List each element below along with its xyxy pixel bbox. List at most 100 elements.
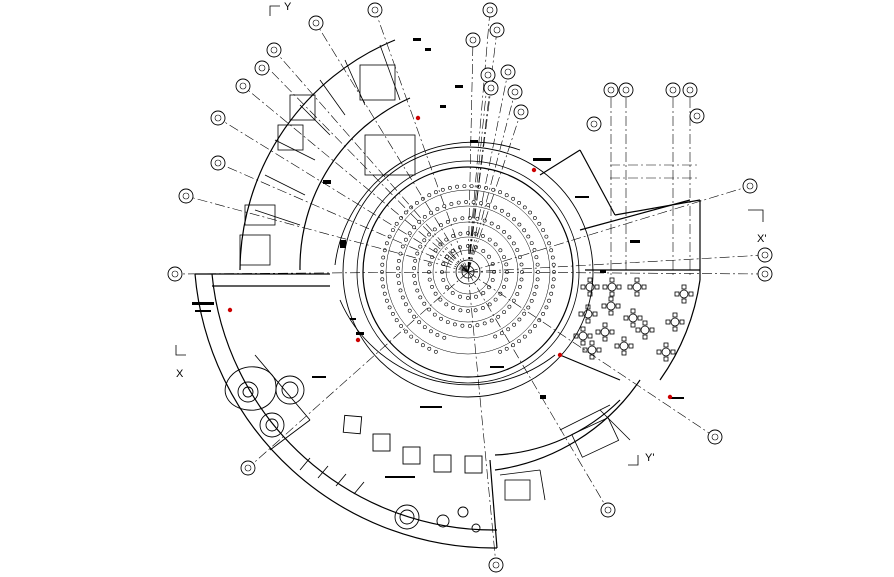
- round-table: [585, 282, 595, 292]
- section-arrow-x-left: [175, 345, 186, 356]
- round-table: [607, 282, 617, 292]
- chair: [621, 350, 627, 356]
- display-circle: [399, 509, 415, 525]
- seat: [445, 285, 449, 290]
- display-circle: [394, 504, 420, 530]
- seat: [466, 296, 470, 300]
- chair: [623, 315, 629, 321]
- seat: [427, 262, 432, 267]
- seat: [522, 311, 527, 316]
- grid-axes: [174, 9, 766, 566]
- grid-bubble: [500, 64, 516, 80]
- grid-bubble: [210, 155, 226, 171]
- seat: [450, 291, 455, 295]
- seat: [452, 322, 457, 327]
- chair: [601, 303, 607, 309]
- annotation: [670, 397, 684, 399]
- section-label-y-top: Y: [284, 1, 292, 13]
- grid-axis-line: [467, 271, 497, 566]
- bench: [353, 481, 365, 495]
- seat: [381, 255, 386, 260]
- grid-bubble: [210, 110, 226, 126]
- lobby-ring: [342, 146, 594, 398]
- seat: [498, 190, 503, 195]
- red-marker: [531, 167, 537, 173]
- chair: [578, 311, 584, 317]
- grid-bubble-mark: [504, 68, 512, 76]
- seat: [534, 284, 539, 289]
- seating-ring: [417, 221, 519, 323]
- seat: [466, 231, 470, 235]
- seat: [493, 205, 498, 210]
- annotation: [490, 366, 504, 368]
- grid-axis-line: [267, 67, 469, 273]
- grid-bubble: [308, 15, 324, 31]
- grid-bubble: [682, 82, 698, 98]
- chair: [592, 311, 598, 317]
- wall-segment: [489, 459, 498, 549]
- grid-bubble-mark: [622, 86, 630, 94]
- grid-bubble-mark: [182, 192, 190, 200]
- seat: [445, 219, 450, 224]
- wall-segment: [579, 199, 691, 231]
- seat: [537, 221, 542, 226]
- seat: [427, 193, 432, 198]
- section-arrow-y-top: [269, 5, 280, 16]
- grid-axis-line: [467, 254, 766, 273]
- grid-axis-line: [467, 39, 474, 273]
- seat: [413, 258, 418, 263]
- lobby-ring: [339, 299, 556, 386]
- chair: [585, 304, 591, 310]
- seat: [380, 262, 385, 267]
- seat: [409, 334, 414, 339]
- stage-circle: [461, 265, 475, 279]
- seat: [480, 234, 485, 238]
- display-square: [464, 455, 483, 474]
- grid-bubble: [665, 82, 681, 98]
- grid-bubble: [482, 2, 498, 18]
- sculpture-circle: [242, 386, 254, 398]
- seat: [511, 343, 515, 348]
- seat: [507, 304, 512, 309]
- seat: [414, 200, 419, 205]
- seat: [474, 245, 478, 250]
- seat: [489, 221, 494, 226]
- south-east-rooms: [499, 404, 631, 501]
- red-marker: [557, 352, 563, 358]
- seat: [541, 311, 546, 316]
- annotation: [425, 48, 431, 51]
- seat: [445, 320, 450, 325]
- seat: [403, 329, 408, 334]
- seat: [460, 323, 465, 328]
- round-table: [578, 331, 588, 341]
- chair: [614, 343, 620, 349]
- grid-bubble: [489, 22, 505, 38]
- chair: [582, 347, 588, 353]
- chair: [585, 318, 591, 324]
- seat: [549, 248, 554, 253]
- round-table: [670, 317, 680, 327]
- partition: [254, 354, 311, 421]
- grid-axis-line: [374, 9, 469, 273]
- seating-ring: [432, 236, 504, 308]
- seat: [387, 305, 392, 310]
- seat: [535, 262, 540, 267]
- grid-bubble-mark: [270, 46, 278, 54]
- seat: [400, 295, 405, 300]
- seat: [439, 316, 443, 321]
- grid-bubble: [513, 104, 529, 120]
- chair: [649, 327, 655, 333]
- seat: [422, 238, 427, 243]
- seat: [506, 327, 511, 332]
- chair: [589, 340, 595, 346]
- grid-bubble-mark: [487, 84, 495, 92]
- grid-axis-line: [185, 195, 469, 273]
- seat: [381, 284, 386, 289]
- chair: [609, 329, 615, 335]
- seat: [447, 185, 452, 190]
- room: [571, 417, 620, 458]
- annotation: [600, 270, 606, 273]
- chair: [602, 336, 608, 342]
- north-wing-inner-arc: [299, 97, 411, 271]
- seat: [442, 204, 447, 209]
